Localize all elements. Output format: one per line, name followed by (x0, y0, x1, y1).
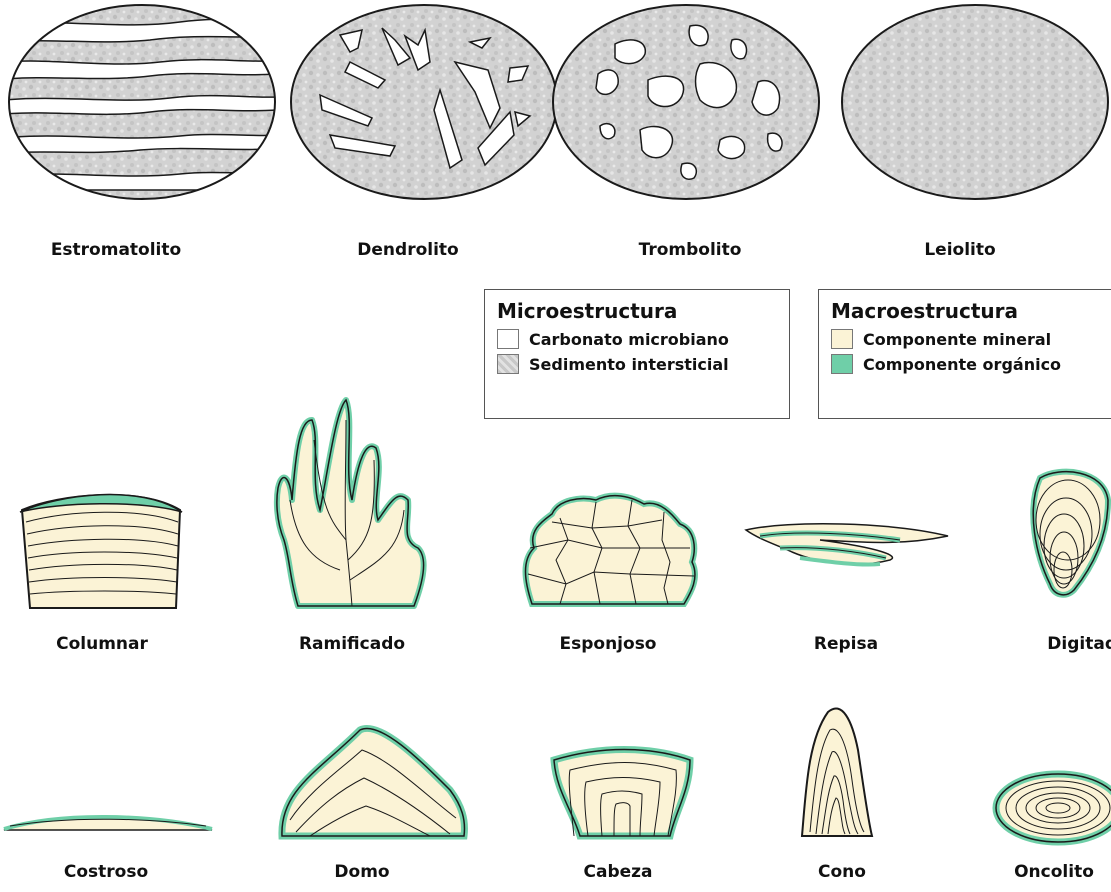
organico-swatch (831, 354, 853, 374)
label-costroso: Costroso (64, 862, 148, 882)
label-columnar: Columnar (56, 634, 148, 654)
costroso-shape (4, 817, 212, 830)
label-repisa: Repisa (814, 634, 878, 654)
carbonato-swatch (497, 329, 519, 349)
mineral-swatch (831, 329, 853, 349)
label-trombolito: Trombolito (639, 240, 742, 260)
label-leiolito: Leiolito (924, 240, 995, 260)
ramificado-shape (277, 400, 424, 606)
label-oncolito: Oncolito (1014, 862, 1094, 882)
legend-micro-title: Microestructura (497, 299, 777, 323)
label-dendrolito: Dendrolito (357, 240, 458, 260)
label-esponjoso: Esponjoso (560, 634, 657, 654)
label-cabeza: Cabeza (583, 862, 652, 882)
legend-macro-item: Componente orgánico (831, 354, 1105, 374)
repisa-shape (746, 524, 948, 565)
legend-macro-title: Macroestructura (831, 299, 1105, 323)
legend-micro-label: Carbonato microbiano (529, 330, 729, 349)
oncolito-shape (996, 774, 1111, 842)
legend-macro-item: Componente mineral (831, 329, 1105, 349)
legend-micro-item: Carbonato microbiano (497, 329, 777, 349)
domo-shape (282, 728, 465, 836)
dendrolito-ellipse (291, 5, 557, 199)
label-ramificado: Ramificado (299, 634, 405, 654)
digitado-shape (1033, 472, 1108, 595)
label-cono: Cono (818, 862, 866, 882)
cabeza-shape (554, 750, 690, 837)
legend-micro-label: Sedimento intersticial (529, 355, 729, 374)
label-estromatolito: Estromatolito (51, 240, 181, 260)
legend-micro-item: Sedimento intersticial (497, 354, 777, 374)
legend-macroestructura: Macroestructura Componente mineral Compo… (818, 289, 1111, 419)
estromatolito-ellipse (5, 5, 290, 199)
legend-macro-label: Componente orgánico (863, 355, 1061, 374)
label-digitado: Digitado (1047, 634, 1111, 654)
legend-macro-label: Componente mineral (863, 330, 1051, 349)
columnar-shape (20, 495, 182, 608)
legend-microestructura: Microestructura Carbonato microbiano Sed… (484, 289, 790, 419)
sedimento-swatch (497, 354, 519, 374)
leiolito-ellipse (842, 5, 1108, 199)
label-domo: Domo (334, 862, 389, 882)
trombolito-ellipse (553, 5, 819, 199)
esponjoso-shape (526, 496, 695, 604)
cono-shape (802, 708, 872, 836)
